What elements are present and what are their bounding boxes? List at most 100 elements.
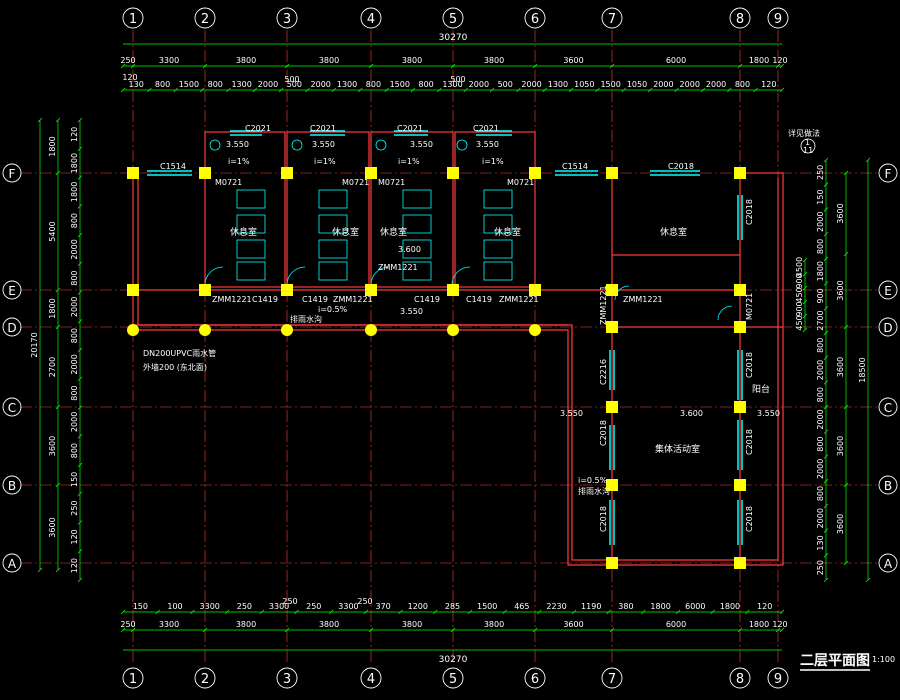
bed-1-3	[318, 261, 348, 281]
right-inner-label-10: 2000	[816, 409, 825, 429]
left-inner-tick-16	[77, 577, 83, 583]
drain-note-1: 排雨水沟	[290, 314, 322, 324]
top-row2-tick-23	[726, 87, 732, 93]
axis-bubble-col-9-bottom	[767, 667, 789, 689]
bot-row2-tick-1	[155, 609, 160, 615]
right-inner-label-2: 2000	[816, 212, 825, 232]
bed-2-1	[402, 214, 432, 234]
right-total-tick-1	[865, 577, 871, 583]
left-inner-tick-12	[77, 462, 83, 468]
right-mid-tick-2	[802, 285, 808, 291]
bot-row2-label-2: 3300	[200, 602, 220, 611]
right-mid-tick-1	[802, 271, 808, 277]
column-10	[529, 167, 541, 179]
top-row2-label-7: 2000	[311, 80, 331, 89]
top-row1-label-7: 6000	[666, 56, 686, 65]
axis-bubble-col-4-top	[360, 7, 382, 29]
top-row1-label-8: 1800	[749, 56, 769, 65]
top-row1-label-1: 3300	[159, 56, 179, 65]
top-row1-tick-6	[532, 63, 538, 69]
axis-label-row-D-left: D	[7, 321, 16, 335]
top-row2-tick-25	[779, 87, 785, 93]
right-inner-label-11: 800	[816, 436, 825, 451]
room-rest-1: 休息室	[230, 226, 257, 238]
door-m0721-4: M0721	[507, 178, 534, 187]
window-c2018-w2: C2018	[599, 506, 608, 532]
left-inner-tick-14	[77, 520, 83, 525]
ref-bubble	[800, 138, 816, 154]
column-4	[281, 167, 293, 179]
right-outer-label-1: 3600	[836, 280, 845, 300]
window-c2018-e3: C2018	[745, 429, 754, 455]
left-inner-label-3: 800	[70, 213, 79, 228]
elev-3600-1: 3.600	[398, 245, 421, 254]
left-inner-tick-3	[77, 203, 83, 209]
door-zmm1221-vertical: ZMM1221	[599, 285, 608, 325]
elevation-labels: 3.550 3.550 3.550 3.550 3.550 3.550 3.55…	[143, 128, 820, 496]
door-swing-east	[614, 285, 630, 301]
top-row2-tick-9	[357, 87, 363, 93]
window-c2018-e2: C2018	[745, 352, 754, 378]
left-inner-label-4: 2000	[70, 239, 79, 259]
toilet-0	[209, 139, 221, 151]
top-row1-label-3: 3800	[319, 56, 339, 65]
column-23	[734, 557, 746, 569]
left-outer-label-2: 1800	[48, 298, 57, 318]
axis-bubble-row-C-right	[878, 397, 898, 417]
top-row2-label-14: 500	[498, 80, 513, 89]
bed-3-1	[483, 214, 513, 234]
elev-5: 3.550	[400, 307, 423, 316]
north-block-inner	[137, 178, 779, 561]
right-inner-tick-4	[823, 256, 829, 262]
top-row2-label-5: 2000	[258, 80, 278, 89]
bot-row2-label-3: 250	[237, 602, 252, 611]
axis-bubble-row-D-right	[878, 317, 898, 337]
window-c1419-4: C1419	[466, 295, 492, 304]
column-6	[365, 167, 377, 179]
bot-row1-tick-7	[609, 627, 615, 633]
bot-row2-label-7: 370	[375, 602, 390, 611]
top-row2-tick-21	[674, 87, 679, 93]
axis-bubble-col-5-top	[442, 7, 464, 29]
left-outer-tick-1	[55, 170, 61, 176]
top-row2-tick-16	[542, 87, 548, 93]
bot-row2-tick-3	[224, 609, 230, 615]
door-m0721-1: M0721	[215, 178, 242, 187]
left-inner-label-9: 800	[70, 385, 79, 400]
door-zmm1221-east: ZMM1221	[623, 295, 663, 304]
top-row1-tick-2	[202, 63, 208, 69]
top-row2-tick-17	[568, 87, 574, 93]
axis-bubble-col-3-bottom	[276, 667, 298, 689]
round-column-2	[281, 324, 293, 336]
axis-bubble-col-1-top	[122, 7, 144, 29]
bot-row2-label-18: 120	[757, 602, 772, 611]
left-outer-tick-4	[55, 404, 61, 410]
right-outer-label-2: 3600	[836, 357, 845, 377]
left-inner-tick-1	[77, 146, 83, 152]
bot-row2-tick-19	[779, 609, 785, 615]
column-5	[281, 284, 293, 296]
axis-label-row-B-right: B	[884, 479, 892, 493]
bot-row1-label-6: 3600	[563, 620, 583, 629]
left-outer-label-4: 3600	[48, 436, 57, 456]
right-mid-tick-0	[802, 257, 808, 263]
right-inner-tick-11	[823, 429, 829, 435]
axis-label-col-2-top: 2	[201, 12, 209, 27]
right-mid-label-2: 450	[795, 287, 804, 302]
left-outer-tick-2	[55, 287, 61, 293]
axis-label-col-5-bottom: 5	[449, 672, 457, 687]
top-row2-label-9: 800	[366, 80, 381, 89]
toilet-2	[375, 139, 387, 151]
bot-total-label: 30270	[439, 655, 468, 665]
slope-4: i=1%	[482, 157, 504, 166]
top-row2-tick-8	[331, 87, 337, 93]
room-rest-east: 休息室	[660, 226, 687, 238]
right-inner-label-7: 800	[816, 338, 825, 353]
room-balcony: 阳台	[752, 383, 770, 395]
top-row1-tick-3	[284, 63, 290, 69]
pipe-note-1: DN200UPVC雨水管	[143, 348, 216, 358]
bot-row2-label-11: 465	[514, 602, 529, 611]
right-outer-label-4: 3600	[836, 514, 845, 534]
